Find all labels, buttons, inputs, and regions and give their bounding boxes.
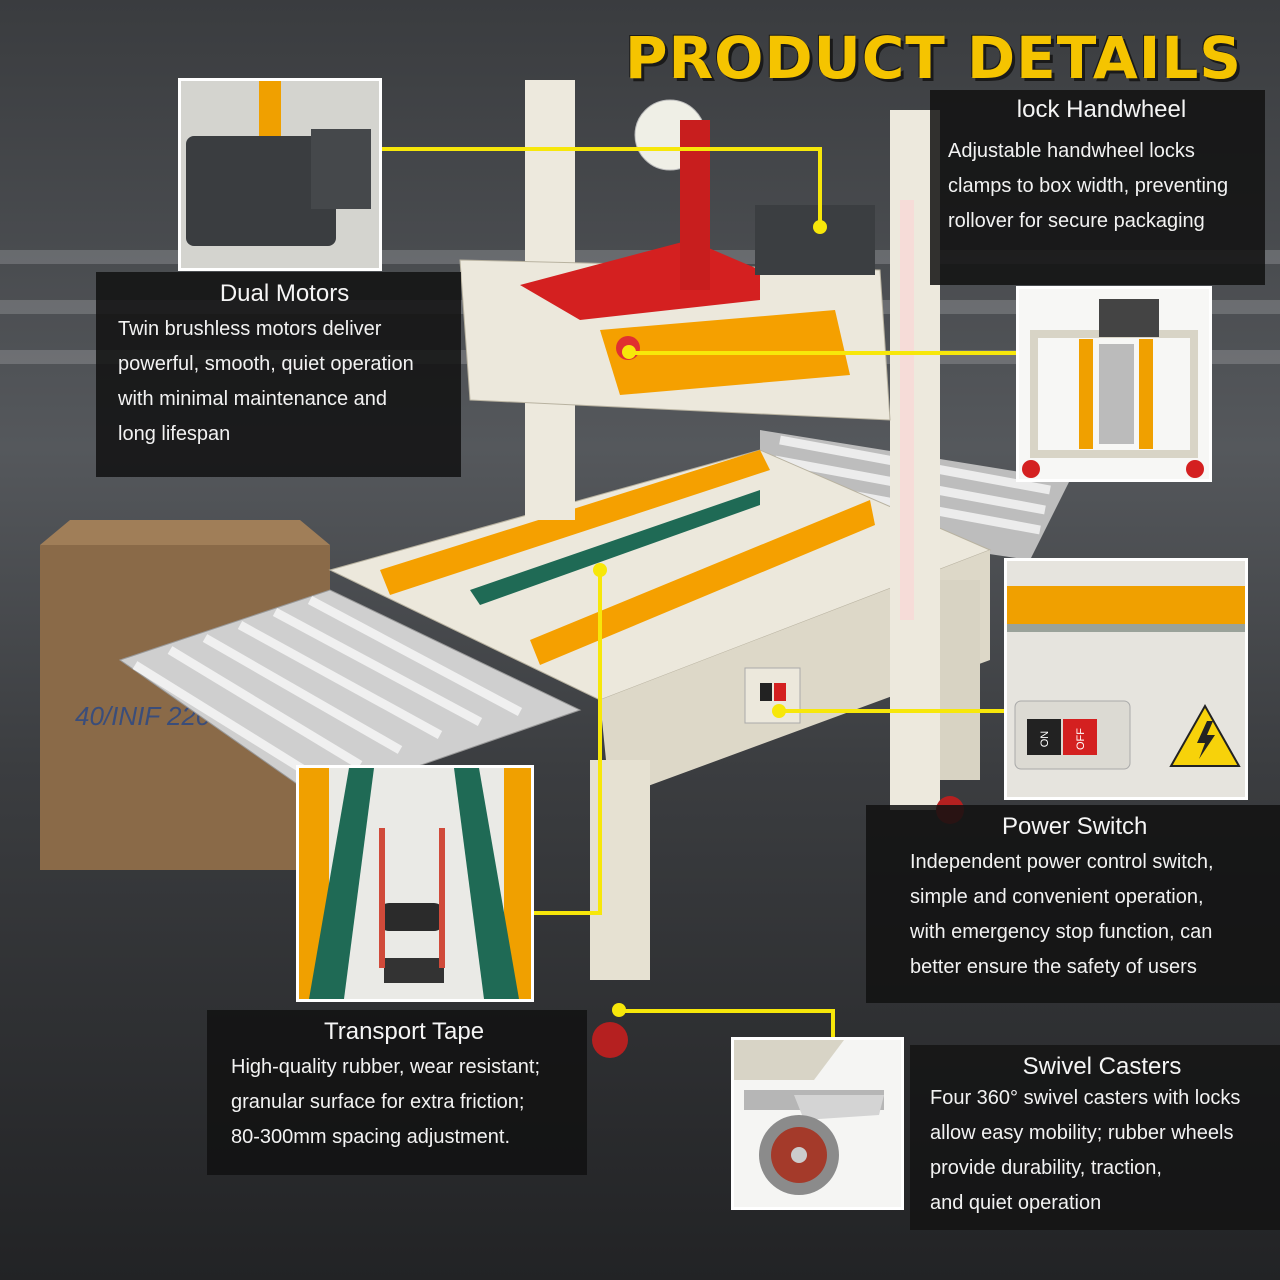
feature-panel-handwheel: lock Handwheel Adjustable handwheel lock…: [930, 90, 1265, 285]
callout-line-handwheel: [630, 351, 1020, 355]
green-belt-right: [454, 768, 519, 999]
feature-line: provide durability, traction,: [930, 1157, 1162, 1179]
feature-line: better ensure the safety of users: [910, 956, 1197, 978]
feature-line: long lifespan: [118, 423, 231, 445]
feature-line: with minimal maintenance and: [118, 388, 388, 410]
feature-heading-tape: Transport Tape: [323, 1018, 485, 1045]
power-switch-detail-photo: ON OFF: [1004, 558, 1248, 800]
orange-guide-rail: [530, 500, 875, 665]
feature-line: with emergency stop function, can: [910, 921, 1213, 943]
orange-guide-rail: [380, 450, 770, 595]
feature-line: clamps to box width, preventing: [948, 175, 1229, 197]
caster-detail-photo: [731, 1037, 904, 1210]
callout-dot-casters: [612, 1003, 626, 1017]
front-caster-wheel: [592, 1022, 628, 1058]
feature-heading-power: Power Switch: [1002, 813, 1148, 840]
feature-line: 80-300mm spacing adjustment.: [231, 1126, 511, 1148]
callout-dot-tape: [593, 563, 607, 577]
page-title: PRODUCT DETAILS: [625, 24, 1243, 92]
feature-heading-motors: Dual Motors: [219, 280, 350, 307]
callout-dot-power: [772, 704, 786, 718]
callout-line-tape: [598, 570, 602, 915]
feature-line: Adjustable handwheel locks: [948, 140, 1195, 162]
on-label: ON: [1039, 731, 1051, 748]
off-button: [1063, 719, 1097, 755]
feature-panel-tape: Transport Tape High-quality rubber, wear…: [207, 1010, 587, 1175]
feature-line: Independent power control switch,: [910, 851, 1214, 873]
feature-panel-motors: Dual Motors Twin brushless motors delive…: [96, 272, 461, 477]
feature-panel-casters: Swivel Casters Four 360° swivel casters …: [910, 1045, 1280, 1230]
callout-line-tape: [533, 911, 602, 915]
callout-line-casters: [831, 1009, 835, 1039]
on-button: [1027, 719, 1061, 755]
feature-line: simple and convenient operation,: [910, 886, 1204, 908]
motor-detail-photo: [178, 78, 382, 271]
feature-heading-casters: Swivel Casters: [1022, 1053, 1182, 1080]
motor-icon: [186, 136, 336, 246]
transport-tape-detail-photo: [296, 765, 534, 1002]
feature-line: Twin brushless motors deliver: [118, 318, 382, 340]
feature-line: rollover for secure packaging: [948, 210, 1205, 232]
handwheel-detail-photo: [1016, 286, 1212, 482]
feature-line: High-quality rubber, wear resistant;: [231, 1056, 541, 1078]
off-label: OFF: [1075, 728, 1087, 750]
green-belt-left: [309, 768, 374, 999]
callout-dot-handwheel: [622, 345, 636, 359]
feature-line: Four 360° swivel casters with locks: [930, 1087, 1241, 1109]
callout-dot-motors: [813, 220, 827, 234]
callout-line-casters: [620, 1009, 835, 1013]
feature-heading-handwheel: lock Handwheel: [1016, 96, 1187, 123]
callout-line-motors: [818, 147, 822, 227]
feature-line: powerful, smooth, quiet operation: [118, 353, 414, 375]
callout-line-motors: [380, 147, 820, 151]
feature-line: and quiet operation: [930, 1192, 1102, 1214]
top-motor: [755, 205, 875, 275]
feature-line: allow easy mobility; rubber wheels: [930, 1122, 1234, 1144]
green-transport-belt: [470, 490, 760, 605]
feature-line: granular surface for extra friction;: [231, 1091, 525, 1113]
roller-conveyor-left: [118, 589, 582, 801]
feature-panel-power: Power Switch Independent power control s…: [866, 805, 1280, 1003]
callout-line-power: [780, 709, 1004, 713]
